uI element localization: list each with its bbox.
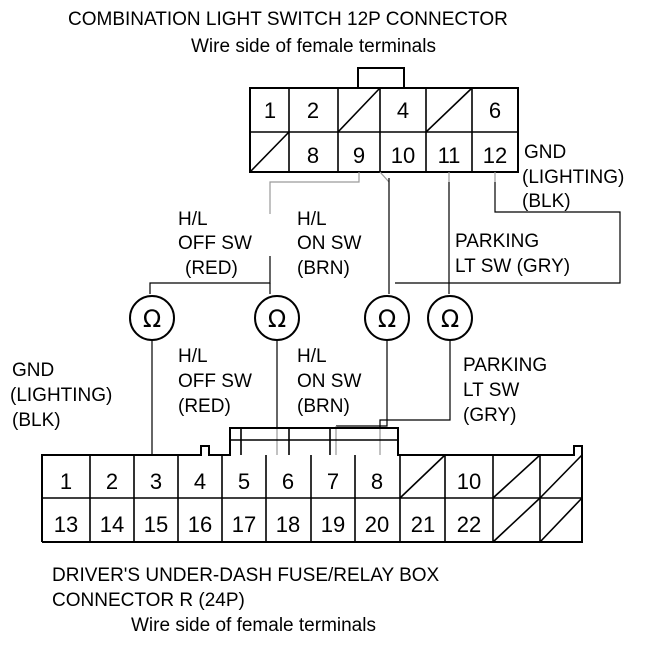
lower-wires <box>151 340 451 455</box>
top-connector-title: COMBINATION LIGHT SWITCH 12P CONNECTOR <box>68 9 508 30</box>
svg-text:H/L: H/L <box>297 209 327 230</box>
bottom-pin-19: 19 <box>321 512 345 537</box>
upper-parking-label: PARKING LT SW (GRY) <box>455 231 570 277</box>
meter-1: Ω <box>129 295 175 341</box>
svg-text:(BLK): (BLK) <box>12 410 61 431</box>
svg-text:LT SW (GRY): LT SW (GRY) <box>455 256 570 277</box>
upper-gnd-label: GND (LIGHTING) (BLK) <box>522 142 624 212</box>
svg-text:H/L: H/L <box>178 209 208 230</box>
upper-wires <box>149 171 621 294</box>
bottom-pin-13: 13 <box>54 512 78 537</box>
top-pin-11: 11 <box>438 143 461 168</box>
bottom-pin-18: 18 <box>276 512 300 537</box>
svg-text:LT SW: LT SW <box>463 380 519 401</box>
top-connector: 1 2 4 6 8 9 10 11 12 <box>249 67 519 173</box>
svg-text:GND: GND <box>12 360 54 381</box>
top-connector-latch <box>357 67 405 89</box>
top-connector-subtitle: Wire side of female terminals <box>191 36 436 57</box>
svg-text:OFF SW: OFF SW <box>178 371 252 392</box>
svg-text:(RED): (RED) <box>178 396 231 417</box>
svg-text:Ω: Ω <box>268 305 286 333</box>
bottom-pin-14: 14 <box>100 512 124 537</box>
bottom-pin-5: 5 <box>238 469 250 494</box>
top-pin-12: 12 <box>483 143 507 168</box>
bottom-pin-6: 6 <box>282 469 294 494</box>
upper-hl-off-label: H/L OFF SW (RED) <box>178 209 252 279</box>
svg-text:GND: GND <box>524 142 566 163</box>
svg-text:ON SW: ON SW <box>297 371 361 392</box>
svg-text:Ω: Ω <box>143 305 161 333</box>
top-pin-1: 1 <box>264 98 276 123</box>
bottom-connector-subtitle: Wire side of female terminals <box>131 615 376 636</box>
svg-text:(LIGHTING): (LIGHTING) <box>10 385 112 406</box>
bottom-connector-title-line1: DRIVER'S UNDER-DASH FUSE/RELAY BOX <box>52 565 440 586</box>
top-pin-8: 8 <box>307 143 319 168</box>
bottom-connector-title-line2: CONNECTOR R (24P) <box>52 590 245 611</box>
svg-text:Ω: Ω <box>378 305 396 333</box>
lower-gnd-label: GND (LIGHTING) (BLK) <box>10 360 112 431</box>
svg-text:PARKING: PARKING <box>463 355 547 376</box>
meter-2: Ω <box>254 295 300 341</box>
meter-3: Ω <box>364 295 410 341</box>
bottom-pin-21: 21 <box>411 512 435 537</box>
bottom-pin-15: 15 <box>144 512 168 537</box>
svg-text:OFF SW: OFF SW <box>178 233 252 254</box>
bottom-pin-8: 8 <box>371 469 383 494</box>
top-pin-2: 2 <box>307 98 319 123</box>
lower-hl-off-label: H/L OFF SW (RED) <box>178 346 252 417</box>
bottom-pin-1: 1 <box>60 469 72 494</box>
top-pin-10: 10 <box>391 143 415 168</box>
svg-text:H/L: H/L <box>178 346 208 367</box>
bottom-pin-2: 2 <box>106 469 118 494</box>
bottom-pin-16: 16 <box>188 512 212 537</box>
bottom-pin-22: 22 <box>457 512 481 537</box>
lower-parking-label: PARKING LT SW (GRY) <box>463 355 547 426</box>
top-pin-6: 6 <box>489 98 501 123</box>
bottom-pin-4: 4 <box>194 469 206 494</box>
svg-text:(BLK): (BLK) <box>522 191 571 212</box>
svg-text:(BRN): (BRN) <box>297 396 350 417</box>
bottom-pin-17: 17 <box>232 512 256 537</box>
svg-text:Ω: Ω <box>441 305 459 333</box>
svg-text:(LIGHTING): (LIGHTING) <box>522 167 624 188</box>
meter-4: Ω <box>427 295 473 341</box>
bottom-pin-7: 7 <box>327 469 339 494</box>
bottom-pin-20: 20 <box>365 512 389 537</box>
svg-text:(GRY): (GRY) <box>463 405 516 426</box>
svg-text:PARKING: PARKING <box>455 231 539 252</box>
top-connector-housing <box>249 87 519 173</box>
svg-text:ON SW: ON SW <box>297 233 361 254</box>
bottom-pin-3: 3 <box>150 469 162 494</box>
lower-hl-on-label: H/L ON SW (BRN) <box>297 346 361 417</box>
bottom-connector: 1 2 3 4 5 6 7 8 10 13 14 15 16 17 18 19 … <box>41 427 583 543</box>
bottom-pin-10: 10 <box>457 469 481 494</box>
svg-text:(BRN): (BRN) <box>297 258 350 279</box>
svg-text:H/L: H/L <box>297 346 327 367</box>
top-pin-9: 9 <box>353 143 365 168</box>
svg-text:(RED): (RED) <box>185 258 238 279</box>
upper-hl-on-label: H/L ON SW (BRN) <box>297 209 361 279</box>
top-pin-4: 4 <box>397 98 409 123</box>
